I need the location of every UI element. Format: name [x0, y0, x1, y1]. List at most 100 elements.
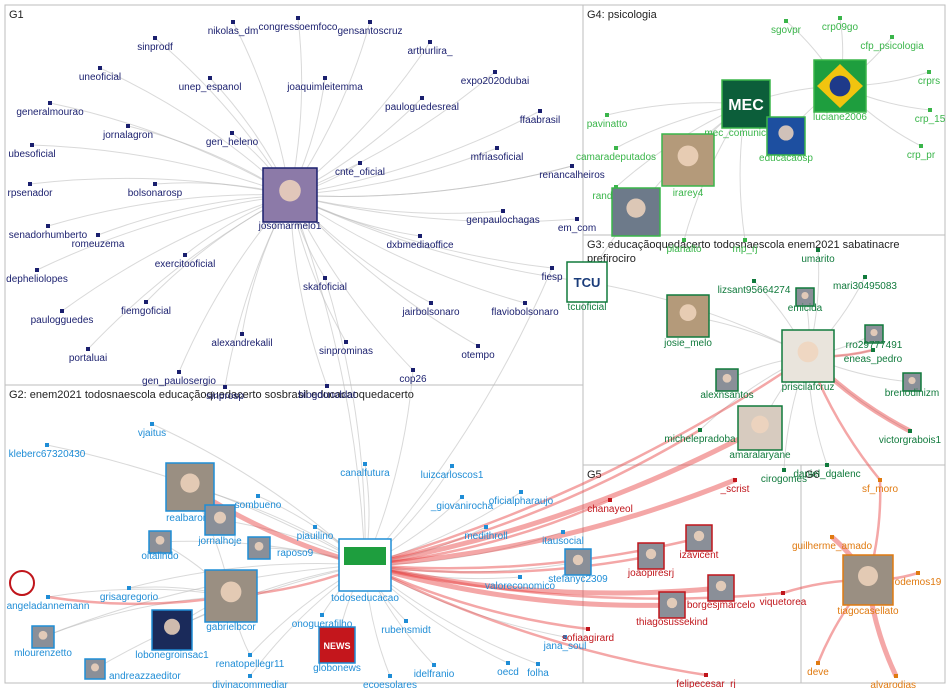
node-todosed[interactable]: todoseducacao: [331, 538, 399, 604]
node-congresso[interactable]: congressoemfoco: [259, 16, 338, 33]
node-rpsenador[interactable]: rpsenador: [7, 182, 53, 199]
node-medithroll[interactable]: medithroll: [464, 525, 508, 542]
node-genpaulos[interactable]: gen_paulosergio: [142, 370, 216, 387]
node-andreazza[interactable]: andreazzaeditor: [84, 658, 181, 682]
node-eneas[interactable]: eneas_pedro: [844, 348, 903, 365]
node-scrist[interactable]: _scrist: [720, 478, 750, 495]
node-pauloguedesreal[interactable]: pauloguedesreal: [385, 96, 459, 113]
node-exercito[interactable]: exercitooficial: [155, 253, 216, 270]
node-lizsant[interactable]: lizsant95664274: [718, 279, 791, 296]
node-sinprodf[interactable]: sinprodf: [137, 36, 173, 53]
node-irarey[interactable]: irarey4: [661, 133, 715, 199]
node-gensantos[interactable]: gensantoscruz: [337, 20, 403, 37]
node-viquetorea[interactable]: viquetorea: [760, 591, 807, 608]
node-giovani[interactable]: _giovanirocha: [430, 495, 494, 512]
node-valorecon[interactable]: valoreconomico: [485, 575, 555, 592]
node-luciane[interactable]: luciane2006: [813, 59, 867, 123]
node-divina[interactable]: divinacommediar: [212, 674, 288, 688]
node-priscila[interactable]: priscilafcruz: [781, 329, 835, 393]
node-luizcarlos[interactable]: luizcarloscos1: [421, 464, 484, 481]
node-sombueno[interactable]: sombueno: [235, 494, 282, 511]
node-ecoesolares[interactable]: ecoesolares: [363, 674, 417, 688]
node-blogdonoblat[interactable]: blogdonoblat: [298, 384, 356, 401]
node-victorg[interactable]: victorgrabois1: [879, 429, 942, 446]
node-felipe[interactable]: felipecesar_rj: [676, 673, 736, 688]
node-cirogomes[interactable]: cirogomes: [761, 468, 807, 485]
node-alexn[interactable]: alexnsantos: [700, 368, 754, 401]
node-tiago[interactable]: tiagocasellato: [837, 554, 899, 617]
node-genheleno[interactable]: gen_heleno: [206, 131, 259, 148]
node-rro[interactable]: rro29777491: [846, 324, 903, 351]
node-renatop[interactable]: renatopellegr11: [216, 653, 285, 670]
node-mlourenzetto[interactable]: mlourenzetto: [14, 625, 72, 659]
node-genpaulo[interactable]: genpaulochagas: [466, 209, 540, 226]
node-oficialph[interactable]: oficialpharaujo: [489, 490, 554, 507]
node-angela[interactable]: angeladannemann: [7, 595, 90, 612]
node-crprs[interactable]: crprs: [918, 70, 940, 87]
node-cfppsi[interactable]: cfp_psicologia: [860, 35, 924, 52]
node-idelf[interactable]: idelfranio: [414, 663, 455, 680]
node-stefany[interactable]: stefanyc2309: [548, 548, 608, 585]
node-expo[interactable]: expo2020dubai: [461, 70, 529, 87]
node-oecd[interactable]: oecd: [497, 661, 519, 678]
node-joaquim[interactable]: joaquimleitemma: [286, 76, 363, 93]
node-kleberc[interactable]: kleberc67320430: [9, 443, 86, 460]
node-piauilino[interactable]: piauilino: [297, 525, 334, 542]
node-portaluai[interactable]: portaluai: [69, 347, 107, 364]
node-flaviob[interactable]: flaviobolsonaro: [491, 301, 559, 318]
node-crp15[interactable]: crp_15: [915, 108, 946, 125]
node-educsp[interactable]: educacaosp: [759, 116, 813, 164]
node-jairbolsonaro[interactable]: jairbolsonaro: [401, 301, 460, 318]
node-borges[interactable]: borgesjmarcelo: [687, 574, 756, 611]
node-grisa[interactable]: grisagregorio: [100, 586, 159, 603]
node-demos[interactable]: odemos19: [895, 571, 942, 588]
node-camara[interactable]: camaradeputados: [576, 146, 656, 163]
node-uneoficial[interactable]: uneoficial: [79, 66, 121, 83]
node-sofia[interactable]: sofiaagirard: [562, 627, 614, 644]
node-unepesp[interactable]: unep_espanol: [179, 76, 242, 93]
node-ubes[interactable]: ubesoficial: [8, 143, 56, 160]
node-generalm[interactable]: generalmourao: [16, 101, 84, 118]
node-guilherme[interactable]: guilherme_amado: [792, 535, 872, 552]
node-emicida[interactable]: emicida: [788, 287, 823, 314]
node-onog[interactable]: onoguerafilho: [292, 613, 353, 630]
node-deve[interactable]: deve: [807, 661, 829, 678]
node-planalto[interactable]: planalto: [666, 238, 702, 255]
node-rubensmidt[interactable]: rubensmidt: [381, 619, 431, 636]
node-pavinatto[interactable]: pavinatto: [587, 113, 628, 130]
node-sgovpr[interactable]: sgovpr: [771, 19, 802, 36]
node-dxb[interactable]: dxbmediaoffice: [386, 234, 454, 251]
node-jornalhoje[interactable]: jornalhoje: [197, 504, 242, 547]
node-canalfutura[interactable]: canalfutura: [340, 462, 390, 479]
node-fiesp[interactable]: fiesp: [541, 266, 563, 283]
node-jornalagron[interactable]: jornalagron: [102, 124, 153, 141]
node-danield[interactable]: daniel_dgalenc: [793, 463, 861, 480]
node-oitalindo[interactable]: oitalindo: [141, 530, 179, 562]
node-paulogg[interactable]: paulogguedes: [31, 309, 94, 326]
node-sinprominas[interactable]: sinprominas: [319, 340, 373, 357]
node-lobonegro[interactable]: lobonegroinsac1: [135, 609, 209, 661]
node-ffaabrasil[interactable]: ffaabrasil: [520, 109, 560, 126]
node-sinprosp[interactable]: sinprosp: [206, 385, 244, 402]
node-emcom[interactable]: em_com: [558, 217, 596, 234]
node-alvaro[interactable]: alvarodias_: [870, 674, 922, 688]
node-otempo[interactable]: otempo: [461, 344, 495, 361]
node-mari[interactable]: mari30495083: [833, 275, 897, 292]
node-depheli[interactable]: depheliolopes: [6, 268, 68, 285]
node-brenod[interactable]: brenodinizm: [885, 372, 939, 399]
node-cnte[interactable]: cnte_oficial: [335, 161, 385, 178]
node-gabrielbcor[interactable]: gabrielbcor: [204, 569, 258, 633]
node-amaral[interactable]: amaralaryane: [729, 405, 791, 461]
node-itausocial[interactable]: itausocial: [542, 530, 584, 547]
node-renan[interactable]: renancalheiros: [539, 164, 605, 181]
node-realbarone[interactable]: realbarone: [165, 462, 215, 524]
node-josie[interactable]: josie_melo: [663, 294, 712, 349]
node-joaopires[interactable]: joaopiresrj: [627, 542, 674, 579]
node-skaf[interactable]: skafoficial: [303, 276, 347, 293]
node-josos[interactable]: josomarmelo1: [258, 167, 322, 232]
node-fiemg[interactable]: fiemgoficial: [121, 300, 171, 317]
node-folha[interactable]: folha: [527, 662, 549, 679]
node-janasoul[interactable]: jana_soul: [543, 635, 587, 652]
node-sfmoro[interactable]: sf_moro: [862, 478, 899, 495]
node-mprj[interactable]: mp_rj: [732, 238, 758, 255]
